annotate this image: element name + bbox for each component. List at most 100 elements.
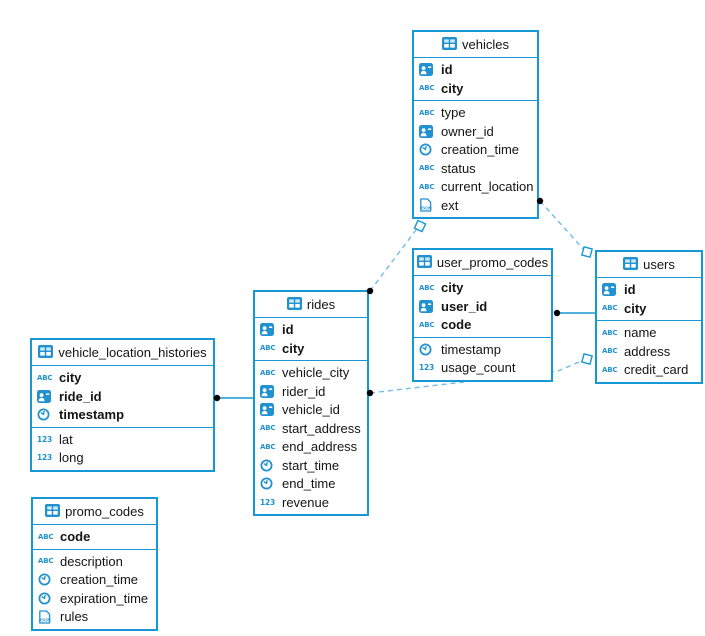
text-icon: ABC: [419, 182, 435, 191]
svg-text:JSON: JSON: [39, 617, 51, 622]
field-row-owner_id[interactable]: owner_id: [414, 122, 537, 141]
number-icon: 123: [260, 497, 276, 507]
field-name: city: [59, 370, 82, 386]
table-icon: [45, 503, 61, 520]
field-name: vehicle_city: [282, 365, 350, 381]
time-icon: [260, 459, 277, 472]
time-icon: [419, 343, 436, 356]
text-icon: ABC: [419, 164, 435, 173]
field-row-id[interactable]: id: [414, 61, 537, 80]
id-icon: [419, 63, 436, 77]
field-row-creation_time[interactable]: creation_time: [33, 571, 156, 590]
table-header[interactable]: user_promo_codes: [414, 250, 551, 276]
text-icon: ABC: [419, 320, 435, 329]
field-name: code: [441, 317, 472, 333]
table-header[interactable]: promo_codes: [33, 499, 156, 525]
json-icon: JSON: [38, 610, 55, 624]
field-row-timestamp[interactable]: timestamp: [414, 340, 551, 359]
field-name: current_location: [441, 179, 534, 195]
field-row-revenue[interactable]: 123 revenue: [255, 493, 367, 512]
field-row-long[interactable]: 123 long: [32, 449, 213, 468]
field-row-id[interactable]: id: [597, 281, 701, 300]
table-header[interactable]: users: [597, 252, 701, 278]
field-row-start_time[interactable]: start_time: [255, 456, 367, 475]
table-name: user_promo_codes: [436, 255, 549, 270]
field-row-timestamp[interactable]: timestamp: [32, 406, 213, 425]
field-name: long: [59, 450, 84, 466]
field-name: lat: [59, 431, 73, 447]
field-name: creation_time: [441, 142, 520, 158]
field-row-expiration_time[interactable]: expiration_time: [33, 589, 156, 608]
field-name: start_time: [282, 457, 340, 473]
field-name: rules: [60, 609, 89, 625]
field-name: vehicle_id: [282, 402, 340, 418]
field-name: timestamp: [59, 407, 125, 423]
table-header[interactable]: rides: [255, 292, 367, 318]
table-icon: [286, 296, 302, 313]
field-row-creation_time[interactable]: creation_time: [414, 141, 537, 160]
field-name: end_time: [282, 476, 336, 492]
field-name: creation_time: [60, 572, 139, 588]
field-row-rules[interactable]: JSON rules: [33, 608, 156, 627]
field-name: owner_id: [441, 123, 494, 139]
table-name: users: [643, 257, 675, 272]
text-icon: ABC: [260, 424, 276, 433]
id-icon: [419, 299, 436, 313]
field-name: ext: [441, 197, 459, 213]
table-icon: [623, 256, 639, 273]
id-icon: [419, 124, 436, 138]
table-name: rides: [306, 297, 336, 312]
field-row-vehicle_id[interactable]: vehicle_id: [255, 401, 367, 420]
field-row-rider_id[interactable]: rider_id: [255, 382, 367, 401]
field-name: revenue: [282, 494, 329, 510]
time-icon: [38, 592, 55, 605]
number-icon: 123: [37, 453, 53, 463]
table-header[interactable]: vehicle_location_histories: [32, 340, 213, 366]
field-row-id[interactable]: id: [255, 321, 367, 340]
table-header[interactable]: vehicles: [414, 32, 537, 58]
text-icon: ABC: [602, 347, 618, 356]
field-row-user_id[interactable]: user_id: [414, 297, 551, 316]
field-row-code[interactable]: ABC code: [414, 316, 551, 335]
time-icon: [260, 477, 277, 490]
field-name: timestamp: [441, 341, 501, 357]
field-name: id: [624, 282, 636, 298]
id-icon: [602, 283, 619, 297]
field-name: expiration_time: [60, 590, 149, 606]
id-icon: [260, 323, 277, 337]
text-icon: ABC: [260, 442, 276, 451]
field-row-ride_id[interactable]: ride_id: [32, 387, 213, 406]
field-row-end_time[interactable]: end_time: [255, 475, 367, 494]
field-row-current_location[interactable]: ABC current_location: [414, 178, 537, 197]
relationship-vehicles-users: [539, 200, 587, 253]
